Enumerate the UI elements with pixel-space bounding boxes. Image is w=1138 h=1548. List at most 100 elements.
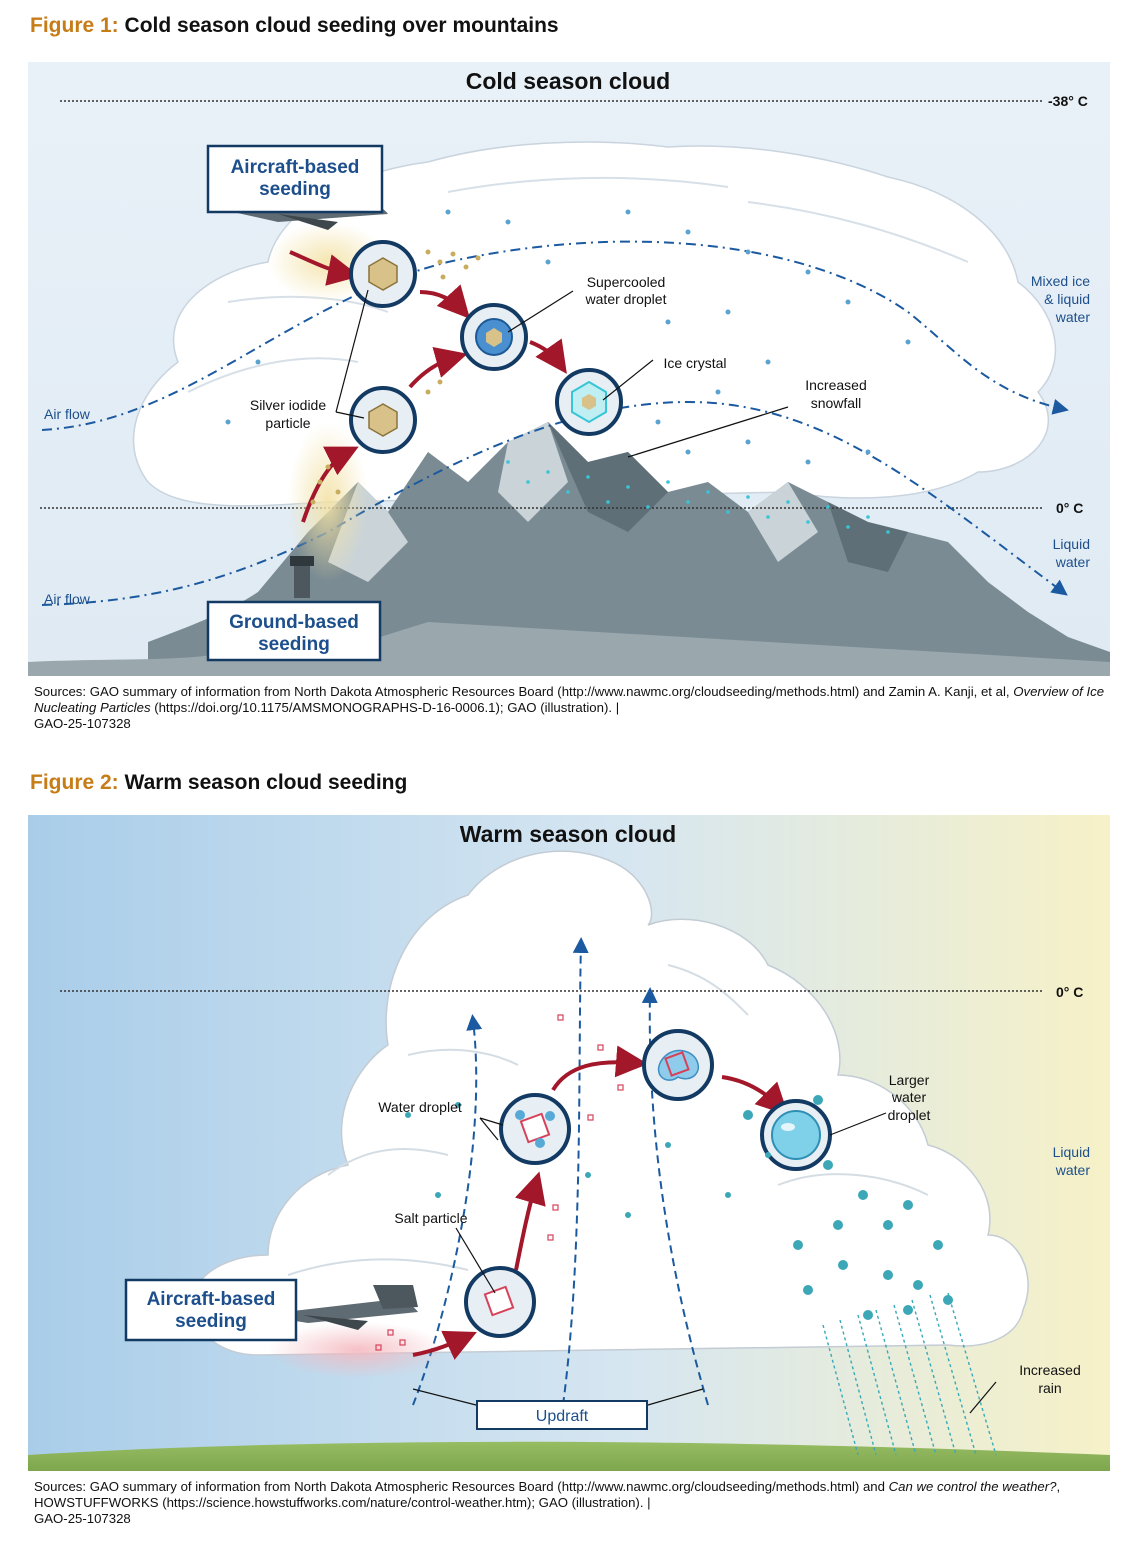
increased-rain-label-line1: Increased	[1019, 1362, 1080, 1378]
updraft-leader-right	[647, 1388, 704, 1406]
warm-aircraft-label-line2: seeding	[175, 1311, 247, 1332]
figure-2-number: Figure 2:	[30, 771, 119, 794]
cold-season-diagram: Cold season cloud -38° C 0° C Air flow A…	[28, 62, 1110, 676]
temp-label-zero: 0° C	[1056, 500, 1083, 516]
silver-iodide-leader-lower	[335, 411, 365, 419]
salt-crystals	[375, 1014, 624, 1351]
aircraft-seeding-label-line2: seeding	[259, 179, 331, 200]
ground-generator	[290, 556, 314, 598]
cold-cloud-title: Cold season cloud	[466, 68, 670, 94]
silver-iodide-dust	[310, 249, 481, 505]
ground-seeding-box: Ground-based seeding	[206, 600, 382, 662]
arrow-particle-to-droplet-lower	[408, 346, 468, 389]
arrow-droplet-to-cluster	[551, 1045, 648, 1092]
ice-crystal-leader	[602, 359, 654, 401]
warm-aircraft-label-line1: Aircraft-based	[147, 1289, 276, 1310]
temp-label-minus38: -38° C	[1048, 93, 1088, 109]
warm-liquid-water-label-line2: water	[1055, 1162, 1091, 1178]
mixed-ice-label-line1: Mixed ice	[1031, 273, 1090, 289]
water-droplet-label: Water droplet	[378, 1099, 462, 1115]
larger-droplet-leader	[829, 1112, 887, 1136]
salt-particle-leader	[455, 1227, 496, 1294]
figure-1-title: Figure 1: Cold season cloud seeding over…	[30, 14, 559, 38]
airflow-label-lower: Air flow	[44, 591, 91, 607]
rain-streaks	[822, 1292, 997, 1456]
larger-droplet-label-line3: droplet	[888, 1107, 931, 1123]
updraft-line-3	[641, 987, 709, 1406]
figure-1-report-id: GAO-25-107328	[34, 716, 131, 731]
increased-rain-label-line2: rain	[1038, 1380, 1061, 1396]
larger-droplet-circle	[760, 1099, 832, 1171]
arrow-particle-to-droplet-upper	[419, 284, 471, 319]
figure-2-sources: Sources: GAO summary of information from…	[34, 1479, 1109, 1527]
warm-droplets	[405, 1095, 953, 1320]
supercooled-label-line2: water droplet	[585, 291, 667, 307]
updraft-label: Updraft	[536, 1408, 589, 1425]
water-droplet-leader-b	[479, 1117, 499, 1141]
arrow-ground-to-particle	[301, 446, 359, 523]
airflow-lower	[41, 400, 1068, 606]
figure-1-sources-text: Sources: GAO summary of information from…	[34, 684, 1014, 699]
arrow-cluster-to-large-droplet	[721, 1075, 789, 1116]
figure-1-sources: Sources: GAO summary of information from…	[34, 684, 1109, 732]
snowfall-label-line1: Increased	[805, 377, 866, 393]
salt-particle-circle	[464, 1266, 536, 1338]
supercooled-leader	[507, 290, 574, 333]
ice-crystal-circle	[555, 368, 623, 436]
mixed-ice-label-line3: water	[1055, 309, 1091, 325]
supercooled-droplet-circle	[460, 303, 528, 371]
ground-grass	[28, 1441, 1110, 1471]
arrow-aircraft-to-salt	[412, 1330, 477, 1360]
warm-season-diagram: Warm season cloud 0° C	[28, 815, 1110, 1471]
warm-cloud-title: Warm season cloud	[460, 821, 676, 847]
salt-seeding-plume	[268, 1322, 448, 1378]
droplet-cluster-circle	[642, 1029, 714, 1101]
water-droplet-leader-a	[479, 1117, 504, 1126]
aircraft-seeding-label-line1: Aircraft-based	[231, 157, 360, 178]
warm-season-illustration: Warm season cloud 0° C	[28, 815, 1110, 1471]
silver-iodide-label-line1: Silver iodide	[250, 397, 326, 413]
ground-seeding-label-line1: Ground-based	[229, 612, 359, 633]
increased-rain-leader	[969, 1381, 997, 1414]
silver-iodide-label-line2: particle	[265, 415, 310, 431]
silver-iodide-circle-upper	[349, 240, 417, 308]
updraft-box: Updraft	[476, 1400, 648, 1430]
figure-2-title: Figure 2: Warm season cloud seeding	[30, 771, 407, 795]
warm-seeding-aircraft	[258, 1285, 418, 1330]
warm-cumulus-cloud	[192, 850, 1029, 1356]
aircraft-seeding-box: Aircraft-based seeding	[206, 144, 384, 214]
larger-droplet-label-line1: Larger	[889, 1072, 930, 1088]
airflow-label-upper: Air flow	[44, 406, 91, 422]
larger-droplet-label-line2: water	[891, 1089, 927, 1105]
supercooled-label-line1: Supercooled	[587, 274, 666, 290]
figure-1-number: Figure 1:	[30, 14, 119, 37]
cold-season-illustration: Cold season cloud -38° C 0° C Air flow A…	[28, 62, 1110, 676]
arrow-aircraft-to-particle	[289, 250, 360, 286]
liquid-water-label-line2: water	[1055, 554, 1091, 570]
liquid-water-label-line1: Liquid	[1053, 536, 1090, 552]
figure-1-sources-text-b: (https://doi.org/10.1175/AMSMONOGRAPHS-D…	[150, 700, 620, 715]
figure-2-sources-text: Sources: GAO summary of information from…	[34, 1479, 889, 1494]
water-droplet-circle	[499, 1093, 571, 1165]
silver-iodide-circle-lower	[349, 386, 417, 454]
snow-particles	[225, 209, 911, 465]
snowfall-label-line2: snowfall	[811, 395, 862, 411]
ground-seeding-label-line2: seeding	[258, 634, 330, 655]
warm-liquid-water-label-line1: Liquid	[1053, 1144, 1090, 1160]
figure-2-sources-italic: Can we control the weather?	[888, 1479, 1057, 1494]
warm-temp-label-zero: 0° C	[1056, 984, 1083, 1000]
figure-1-title-text: Cold season cloud seeding over mountains	[124, 14, 559, 37]
mixed-ice-label-line2: & liquid	[1044, 291, 1090, 307]
ice-crystal-label: Ice crystal	[663, 355, 726, 371]
warm-aircraft-seeding-box: Aircraft-based seeding	[124, 1278, 298, 1342]
figure-2-report-id: GAO-25-107328	[34, 1511, 131, 1526]
snowfall-leader	[627, 406, 789, 458]
figure-2-title-text: Warm season cloud seeding	[124, 771, 408, 794]
salt-particle-label: Salt particle	[394, 1210, 467, 1226]
updraft-line-2	[562, 937, 589, 1406]
figure-2-sources-text-b: , HOWSTUFFWORKS (https://science.howstuf…	[34, 1479, 1061, 1510]
arrow-droplet-to-crystal	[529, 338, 567, 374]
updraft-leader-left	[412, 1388, 477, 1406]
figure-1-sources-italic: Overview of Ice Nucleating Particles	[34, 684, 1105, 715]
silver-iodide-leader-upper	[335, 289, 369, 413]
